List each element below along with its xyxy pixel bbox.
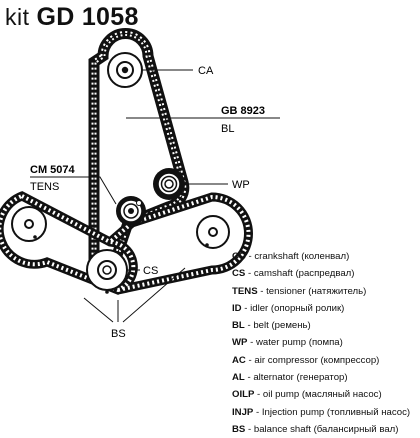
legend-abbr: AC — [232, 354, 246, 366]
legend-abbr: AL — [232, 372, 245, 384]
legend-item: BS - balance shaft (балансирный вал) — [232, 421, 420, 438]
legend-text: - balance shaft (балансирный вал) — [245, 423, 399, 435]
label-bs: BS — [111, 328, 126, 340]
legend-text: - camshaft (распредвал) — [245, 268, 355, 280]
legend-item: INJP - Injection pump (топливный насос) — [232, 404, 420, 421]
balance-shaft-belt — [0, 191, 253, 295]
legend-item: BL - belt (ремень) — [232, 317, 420, 334]
legend-item: TENS - tensioner (натяжитель) — [232, 283, 420, 300]
legend-text: - Injection pump (топливный насос) — [253, 406, 411, 418]
legend-abbr: BL — [232, 320, 245, 332]
leader-lines — [30, 69, 280, 323]
crankshaft-pulley — [86, 249, 128, 294]
balance-shaft-pulley-left — [11, 206, 47, 242]
legend-item: CS - camshaft (распредвал) — [232, 265, 420, 282]
kit-prefix: kit — [5, 4, 30, 30]
legend-item: CC - crankshaft (коленвал) — [232, 248, 420, 265]
abbreviation-legend: CC - crankshaft (коленвал) CS - camshaft… — [232, 248, 420, 438]
legend-text: - water pump (помпа) — [247, 337, 343, 349]
legend-abbr: WP — [232, 337, 248, 349]
legend-text: - idler (опорный ролик) — [241, 302, 345, 314]
label-cm-part: CM 5074 — [30, 164, 76, 176]
water-pump-pulley — [153, 168, 185, 200]
legend-abbr: CC — [232, 251, 246, 262]
label-wp: WP — [232, 179, 250, 191]
legend-text: - tensioner (натяжитель) — [257, 285, 367, 297]
cm-leader — [30, 176, 117, 205]
legend-item: AC - air compressor (компрессор) — [232, 352, 420, 369]
legend-text: - air compressor (компрессор) — [245, 354, 380, 366]
legend-abbr: CS — [232, 268, 246, 280]
legend-text: - belt (ремень) — [244, 320, 311, 332]
label-gb-sub: BL — [221, 123, 234, 135]
belt-drive-diagram: CA GB 8923 BL CM 5074 TENS WP CS BS — [0, 28, 280, 340]
legend-abbr: ID — [232, 302, 242, 314]
tensioner-pulley — [116, 196, 146, 226]
legend-abbr: INJP — [232, 406, 254, 418]
legend-text: - alternator (генератор) — [244, 372, 348, 384]
legend-abbr: TENS — [232, 285, 258, 297]
label-ca: CA — [198, 65, 214, 77]
label-cs: CS — [143, 265, 158, 277]
balance-shaft-pulley-right — [196, 215, 230, 249]
legend-text: - crankshaft (коленвал) — [245, 251, 350, 262]
legend-item: OILP - oil pump (масляный насос) — [232, 386, 420, 403]
legend-text: - oil pump (масляный насос) — [254, 389, 382, 401]
legend-item: ID - idler (опорный ролик) — [232, 300, 420, 317]
label-cm-sub: TENS — [30, 181, 59, 193]
legend-abbr: BS — [232, 423, 246, 435]
bs-leaders — [83, 267, 186, 323]
legend-abbr: OILP — [232, 389, 255, 401]
camshaft-pulley-ca — [107, 52, 143, 88]
kit-code: GD 1058 — [36, 3, 139, 31]
label-gb-part: GB 8923 — [221, 105, 265, 117]
legend-item: WP - water pump (помпа) — [232, 334, 420, 351]
legend-item: AL - alternator (генератор) — [232, 369, 420, 386]
